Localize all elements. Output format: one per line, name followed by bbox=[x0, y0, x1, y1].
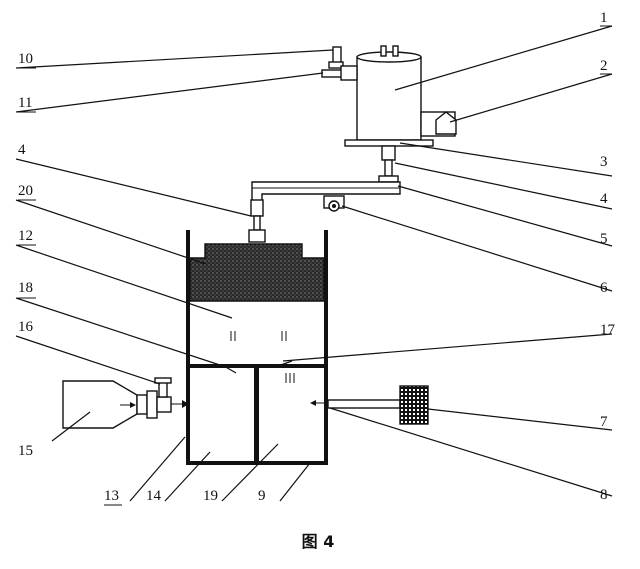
motor-unit bbox=[344, 45, 457, 147]
label-19: 19 bbox=[203, 488, 218, 504]
label-7: 7 bbox=[600, 414, 608, 430]
figure-caption: 图 4 bbox=[302, 532, 335, 551]
label-3: 3 bbox=[600, 154, 608, 170]
divider-wall bbox=[254, 366, 259, 463]
label-4-right: 4 bbox=[600, 191, 608, 207]
outlet-filter bbox=[310, 385, 429, 425]
supply-tank bbox=[62, 377, 189, 429]
label-10: 10 bbox=[18, 51, 33, 67]
vessel bbox=[186, 230, 328, 465]
label-11: 11 bbox=[18, 95, 32, 111]
label-18: 18 bbox=[18, 280, 33, 296]
lever-arm bbox=[248, 181, 401, 243]
label-6: 6 bbox=[600, 280, 608, 296]
piston bbox=[189, 243, 325, 302]
label-15: 15 bbox=[18, 443, 33, 459]
label-13: 13 bbox=[104, 488, 119, 504]
leader-lines bbox=[15, 25, 613, 502]
label-1: 1 bbox=[600, 10, 608, 26]
filter-mesh bbox=[399, 385, 429, 425]
inlet-fittings bbox=[321, 46, 358, 81]
label-12: 12 bbox=[18, 228, 33, 244]
label-14: 14 bbox=[146, 488, 162, 504]
label-20: 20 bbox=[18, 183, 33, 199]
label-9: 9 bbox=[258, 488, 266, 504]
label-2: 2 bbox=[600, 58, 608, 74]
motor-shaft bbox=[378, 145, 399, 183]
label-5: 5 bbox=[600, 231, 608, 247]
part-labels: 1 2 3 4 5 6 17 7 8 10 11 4 20 12 18 16 1… bbox=[18, 10, 616, 506]
label-17: 17 bbox=[600, 322, 616, 338]
label-4-left: 4 bbox=[18, 142, 26, 158]
label-16: 16 bbox=[18, 319, 34, 335]
label-8: 8 bbox=[600, 487, 608, 503]
